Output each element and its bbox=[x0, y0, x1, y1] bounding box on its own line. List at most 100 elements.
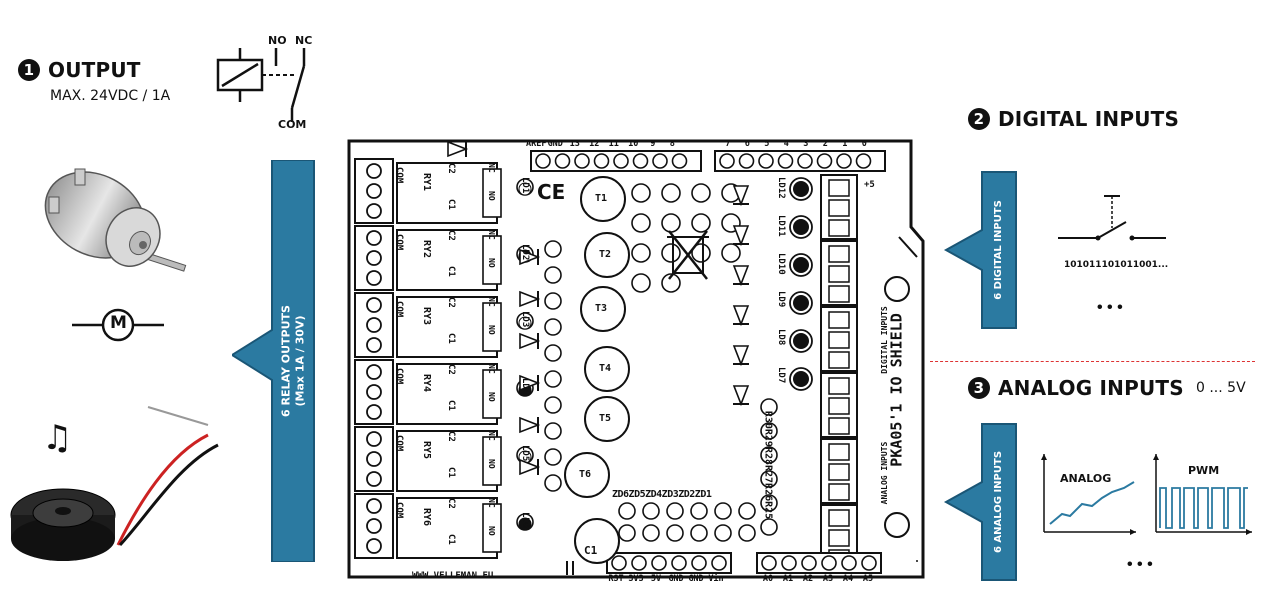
header-pin bbox=[691, 555, 707, 571]
header-pin-label: A2 bbox=[802, 574, 814, 584]
relay-terminal-no: NO bbox=[487, 258, 496, 268]
terminal-screw bbox=[366, 404, 382, 420]
digital-inputs-arrow: 6 DIGITAL INPUTS bbox=[940, 170, 1020, 330]
motor-symbol-letter: M bbox=[110, 313, 127, 333]
relay-com-label: COM bbox=[278, 118, 307, 131]
header-pin-label: 12 bbox=[589, 139, 600, 149]
header-pin bbox=[841, 555, 857, 571]
relay-terminal-no: NO bbox=[487, 191, 496, 201]
input-led bbox=[793, 219, 809, 235]
diode-symbol bbox=[519, 416, 541, 434]
relay-terminal-com: COM bbox=[394, 435, 404, 452]
terminal-screw bbox=[366, 163, 382, 179]
zener-labels: ZD6ZD5ZD4ZD3ZD2ZD1 bbox=[612, 489, 712, 500]
terminal-screw bbox=[366, 183, 382, 199]
relay-led-label: LD2 bbox=[520, 244, 530, 261]
input-led bbox=[793, 181, 809, 197]
relay-outputs-arrow: 6 RELAY OUTPUTS (Max 1A / 30V) bbox=[230, 159, 316, 563]
relay-terminal-com: COM bbox=[394, 502, 404, 519]
relay-contact-strip bbox=[482, 168, 502, 218]
terminal-screw bbox=[366, 451, 382, 467]
header-pin-label: GND bbox=[547, 139, 563, 149]
digital-heading: 2 DIGITAL INPUTS bbox=[968, 107, 1179, 131]
relay-terminal-c2: C2 bbox=[446, 431, 456, 442]
terminal-screw bbox=[366, 384, 382, 400]
capacitor-c1 bbox=[574, 518, 620, 564]
transistor-label: T6 bbox=[579, 469, 592, 480]
resistor-pad bbox=[544, 292, 562, 310]
terminal-screw-square bbox=[828, 509, 850, 527]
analog-number-badge: 3 bbox=[968, 377, 990, 399]
terminal-screw bbox=[366, 538, 382, 554]
resistor-pad bbox=[544, 474, 562, 492]
resistor-pad bbox=[760, 494, 778, 512]
diode-symbol bbox=[519, 374, 541, 392]
header-pin bbox=[738, 153, 755, 169]
resistor-pad bbox=[691, 183, 711, 203]
header-pin-label: 13 bbox=[569, 139, 580, 149]
header-pin bbox=[719, 153, 735, 169]
zener-pad bbox=[714, 524, 732, 542]
header-pin bbox=[821, 555, 837, 571]
header-pin-label: GND bbox=[668, 574, 684, 584]
relay-contact-strip bbox=[482, 436, 502, 486]
capacitor-label: C1 bbox=[584, 544, 598, 557]
terminal-screw bbox=[366, 203, 382, 219]
terminal-screw-square bbox=[828, 265, 850, 283]
relay-terminal-nc: NC bbox=[487, 163, 496, 173]
resistor-pad bbox=[760, 446, 778, 464]
header-pin bbox=[651, 555, 667, 571]
header-pin bbox=[574, 153, 590, 169]
analog-inputs-arrow-label: 6 ANALOG INPUTS bbox=[992, 450, 1004, 554]
terminal-screw bbox=[366, 250, 382, 266]
relay-name: RY3 bbox=[421, 307, 432, 326]
resistor-pad bbox=[760, 470, 778, 488]
relay-terminal-c1: C1 bbox=[446, 199, 456, 210]
resistor-pad bbox=[661, 213, 681, 233]
relay-terminal-com: COM bbox=[394, 167, 404, 184]
relay-terminal-c2: C2 bbox=[446, 163, 456, 174]
input-led-label: LD7 bbox=[776, 367, 786, 384]
analog-inputs-arrow: 6 ANALOG INPUTS bbox=[940, 422, 1020, 582]
terminal-screw-square bbox=[828, 199, 850, 217]
header-pin bbox=[777, 153, 794, 169]
header-pin bbox=[711, 555, 727, 571]
analog-inputs-silk-box: ANALOG INPUTS bbox=[875, 442, 895, 505]
relay-symbol-icon bbox=[210, 30, 330, 135]
transistor-label: T4 bbox=[599, 363, 612, 374]
relay-contact-strip bbox=[482, 302, 502, 352]
terminal-screw-square bbox=[828, 245, 850, 263]
header-pin-label: 2 bbox=[822, 139, 828, 149]
header-pin bbox=[855, 153, 872, 169]
header-pin-label: 8 bbox=[669, 139, 675, 149]
header-pin-label: 0 bbox=[861, 139, 867, 149]
header-pin-label: 1 bbox=[842, 139, 848, 149]
terminal-screw bbox=[366, 317, 382, 333]
terminal-screw bbox=[366, 230, 382, 246]
input-led-label: LD9 bbox=[776, 291, 786, 308]
terminal-screw-square bbox=[828, 417, 850, 435]
header-pin-label: 3V3 bbox=[628, 574, 644, 584]
relay-outputs-rating: (Max 1A / 30V) bbox=[293, 315, 306, 407]
resistor-pad bbox=[631, 243, 651, 263]
diode-symbol bbox=[732, 305, 750, 327]
terminal-screw-square bbox=[828, 483, 850, 501]
zener-pad bbox=[618, 524, 636, 542]
header-pin bbox=[652, 153, 668, 169]
digital-inputs-silk-box: DIGITAL INPUTS bbox=[875, 306, 895, 373]
zener-pad bbox=[618, 502, 636, 520]
header-pin bbox=[535, 153, 551, 169]
relay-outputs-arrow-text: 6 RELAY OUTPUTS (Max 1A / 30V) bbox=[279, 305, 307, 417]
header-pin-label: A4 bbox=[842, 574, 854, 584]
resistor-pad bbox=[544, 370, 562, 388]
header-pin-label: 7 bbox=[725, 139, 731, 149]
header-pin bbox=[631, 555, 647, 571]
terminal-screw-square bbox=[828, 443, 850, 461]
header-pin-label: GND bbox=[688, 574, 704, 584]
header-pin bbox=[613, 153, 629, 169]
relay-name: RY5 bbox=[421, 441, 432, 460]
digital-title: DIGITAL INPUTS bbox=[998, 107, 1180, 131]
header-pin bbox=[611, 555, 627, 571]
relay-terminal-no: NO bbox=[487, 459, 496, 469]
